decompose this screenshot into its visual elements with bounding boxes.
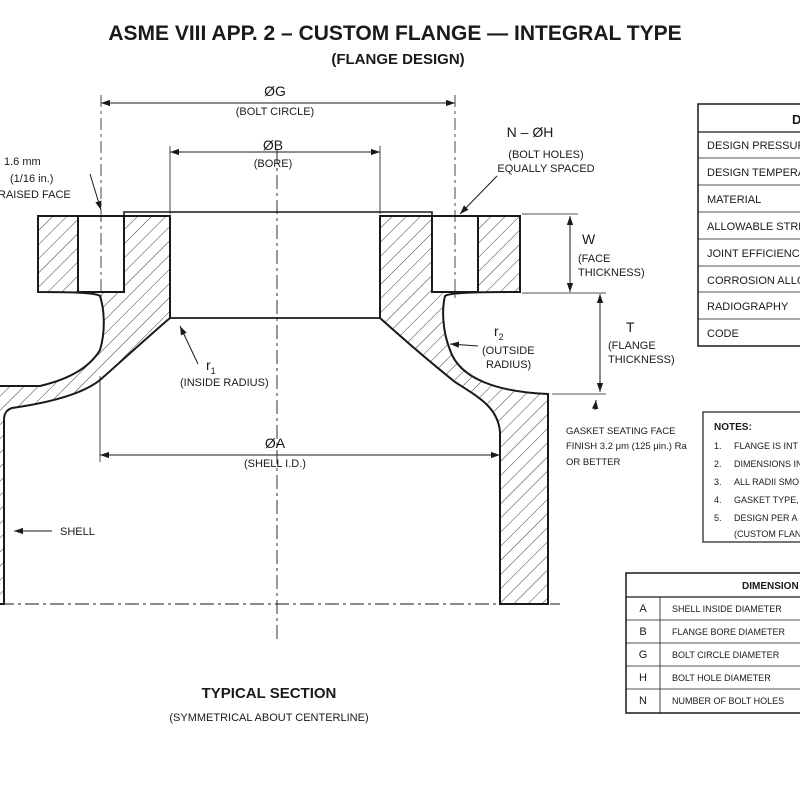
- section-caption: (SYMMETRICAL ABOUT CENTERLINE): [169, 712, 368, 724]
- label-raised-face-2: (1/16 in.): [10, 173, 53, 185]
- note-text: DESIGN PER A: [734, 513, 798, 523]
- notes-box: NOTES: 1. FLANGE IS INT 2. DIMENSIONS IN…: [702, 411, 800, 543]
- design-table-row: DESIGN TEMPERA: [707, 167, 800, 179]
- label-t-symbol: T: [626, 319, 635, 335]
- leader-raised-face: [89, 173, 102, 211]
- design-data-table: D DESIGN PRESSURE DESIGN TEMPERA MATERIA…: [697, 103, 800, 347]
- label-r2-desc-2: RADIUS): [486, 359, 531, 371]
- design-table-row: DESIGN PRESSURE: [707, 140, 800, 152]
- flange-section-left: [0, 215, 171, 605]
- leader-bolt-holes: [459, 175, 498, 215]
- label-g-desc: (BOLT CIRCLE): [236, 106, 314, 118]
- label-t-desc-1: (FLANGE: [608, 340, 656, 352]
- label-a-symbol: ØA: [265, 435, 286, 451]
- dim-table-desc: FLANGE BORE DIAMETER: [672, 627, 786, 637]
- design-table-header: D: [792, 112, 800, 127]
- label-b-desc: (BORE): [254, 158, 293, 170]
- dim-table-desc: SHELL INSIDE DIAMETER: [672, 604, 782, 614]
- label-r2-desc-1: (OUTSIDE: [482, 345, 535, 357]
- note-number: 2.: [714, 459, 722, 469]
- label-h-desc-1: (BOLT HOLES): [508, 149, 583, 161]
- design-table-row: MATERIAL: [707, 194, 761, 206]
- label-w-desc-2: THICKNESS): [578, 267, 645, 279]
- label-h-desc-2: EQUALLY SPACED: [497, 163, 594, 175]
- note-text: ALL RADII SMO: [734, 477, 799, 487]
- flange-section-right: [379, 215, 549, 605]
- dim-table-key: B: [639, 626, 646, 638]
- label-shell: SHELL: [60, 526, 95, 538]
- design-table-row: CORROSION ALLO: [707, 275, 800, 287]
- design-table-row: RADIOGRAPHY: [707, 301, 789, 313]
- label-r1-sub: 1: [211, 366, 216, 376]
- dimension-table: DIMENSION A SHELL INSIDE DIAMETER B FLAN…: [625, 572, 800, 714]
- design-table-row: CODE: [707, 328, 739, 340]
- label-w-symbol: W: [582, 231, 596, 247]
- design-table-row: JOINT EFFICIENC: [707, 248, 800, 260]
- dim-table-desc: BOLT CIRCLE DIAMETER: [672, 650, 780, 660]
- label-r2-sub: 2: [499, 332, 504, 342]
- label-t-desc-2: THICKNESS): [608, 354, 675, 366]
- section-title: TYPICAL SECTION: [202, 685, 337, 702]
- dim-table-desc: BOLT HOLE DIAMETER: [672, 673, 771, 683]
- label-h-symbol: N – ØH: [507, 124, 554, 140]
- notes-header: NOTES:: [714, 422, 752, 433]
- label-a-desc: (SHELL I.D.): [244, 458, 306, 470]
- leader-r1: [179, 325, 199, 365]
- label-r1-desc: (INSIDE RADIUS): [180, 377, 269, 389]
- label-raised-face-1: 1.6 mm: [4, 156, 41, 168]
- dim-table-key: A: [639, 603, 647, 615]
- label-w-desc-1: (FACE: [578, 253, 610, 265]
- note-number: 5.: [714, 513, 722, 523]
- label-r1: r1: [206, 357, 216, 376]
- dim-table-header: DIMENSION: [742, 581, 799, 592]
- note-number: 3.: [714, 477, 722, 487]
- dim-table-key: N: [639, 695, 647, 707]
- dim-table-key: H: [639, 672, 647, 684]
- note-text: DIMENSIONS IN: [734, 459, 800, 469]
- drawing-title: ASME VIII APP. 2 – CUSTOM FLANGE — INTEG…: [108, 22, 681, 45]
- label-gasket-1: GASKET SEATING FACE: [566, 426, 675, 437]
- note-continuation: (CUSTOM FLAN: [734, 529, 800, 539]
- leader-gasket: [591, 399, 599, 411]
- leader-r2: [449, 341, 479, 348]
- note-text: GASKET TYPE,: [734, 495, 799, 505]
- label-b-symbol: ØB: [263, 137, 283, 153]
- dim-table-desc: NUMBER OF BOLT HOLES: [672, 696, 784, 706]
- note-number: 4.: [714, 495, 722, 505]
- raised-face-line: [123, 211, 433, 216]
- note-text: FLANGE IS INT: [734, 441, 799, 451]
- dim-table-key: G: [639, 649, 648, 661]
- drawing-subtitle: (FLANGE DESIGN): [331, 51, 464, 68]
- label-raised-face-3: RAISED FACE: [0, 189, 71, 201]
- note-number: 1.: [714, 441, 722, 451]
- label-gasket-2: FINISH 3.2 μm (125 μin.) Ra: [566, 441, 687, 452]
- label-r2: r2: [494, 323, 504, 342]
- label-g-symbol: ØG: [264, 83, 286, 99]
- label-gasket-3: OR BETTER: [566, 457, 621, 468]
- design-table-row: ALLOWABLE STRE: [707, 221, 800, 233]
